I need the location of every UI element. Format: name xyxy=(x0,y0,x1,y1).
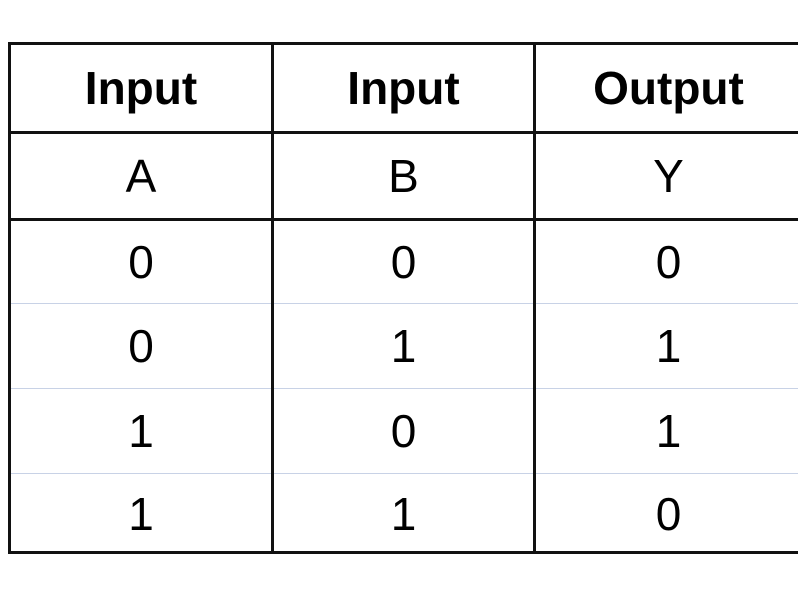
column-divider xyxy=(271,45,274,551)
table-row: 1 0 1 xyxy=(11,389,798,473)
header-input-b: Input xyxy=(347,62,460,114)
header-divider xyxy=(11,131,798,134)
label-a: A xyxy=(125,150,157,202)
row-divider xyxy=(11,473,798,474)
table-row: 0 0 0 xyxy=(11,221,798,303)
cell-y: 1 xyxy=(655,320,682,372)
cell-b: 0 xyxy=(390,236,417,288)
cell-y: 1 xyxy=(655,405,682,457)
label-y: Y xyxy=(653,150,684,202)
truth-table: Input Input Output A B Y 0 0 0 0 1 1 1 0… xyxy=(8,42,798,554)
cell-a: 1 xyxy=(128,405,154,457)
header-input-a: Input xyxy=(84,62,198,114)
header-output-y: Output xyxy=(593,62,744,114)
cell-b: 1 xyxy=(390,320,417,372)
table-row: 1 1 0 xyxy=(11,474,798,554)
row-divider xyxy=(11,388,798,389)
label-divider xyxy=(11,218,798,221)
column-divider xyxy=(533,45,536,551)
table-header-row: Input Input Output xyxy=(11,45,798,131)
table-variable-row: A B Y xyxy=(11,134,798,218)
cell-y: 0 xyxy=(655,488,682,540)
cell-b: 1 xyxy=(390,488,417,540)
cell-b: 0 xyxy=(390,405,417,457)
label-b: B xyxy=(388,150,419,202)
cell-a: 0 xyxy=(128,236,154,288)
cell-a: 0 xyxy=(128,320,154,372)
cell-y: 0 xyxy=(655,236,682,288)
row-divider xyxy=(11,303,798,304)
cell-a: 1 xyxy=(128,488,154,540)
table-row: 0 1 1 xyxy=(11,304,798,388)
